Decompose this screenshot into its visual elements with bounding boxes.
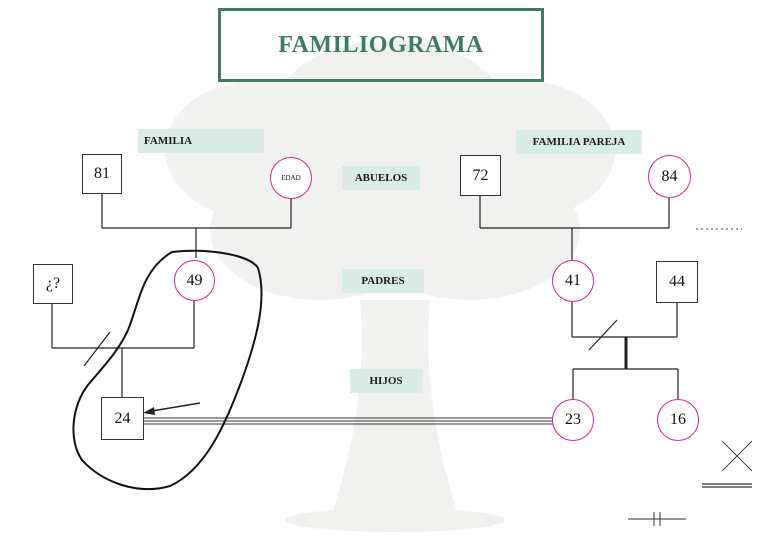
label-abuelos: ABUELOS [342, 166, 420, 190]
grandfather-node-left: 81 [82, 154, 122, 194]
tree-watermark [165, 40, 615, 532]
left-family-lines [51, 192, 292, 397]
page-title: FAMILIOGRAMA [218, 8, 544, 82]
right-family-lines [479, 196, 679, 400]
legend-double-line-icon [702, 483, 752, 488]
hand-drawn-loop [72, 249, 263, 491]
child-node-right-16: 16 [657, 399, 699, 441]
child-node-left: 24 [101, 397, 144, 440]
grandmother-node-right: 84 [648, 155, 691, 198]
grandfather-node-right: 72 [460, 155, 501, 196]
label-padres: PADRES [342, 269, 424, 293]
legend-separation-icon [628, 512, 686, 526]
mother-node-left: 49 [174, 260, 215, 301]
father-node-right: 44 [656, 261, 698, 303]
mother-node-right: 41 [552, 260, 594, 302]
label-familia: FAMILIA [138, 129, 264, 153]
label-hijos: HIJOS [350, 369, 422, 393]
legend-x-icon [721, 440, 753, 472]
grandmother-node-left: EDAD [270, 157, 312, 199]
label-familia-pareja: FAMILIA PAREJA [516, 130, 642, 154]
father-node-left: ¿? [33, 264, 73, 304]
child-node-right-23: 23 [552, 399, 594, 441]
relationship-triple-line [142, 417, 553, 425]
arrow-to-child [143, 402, 201, 415]
